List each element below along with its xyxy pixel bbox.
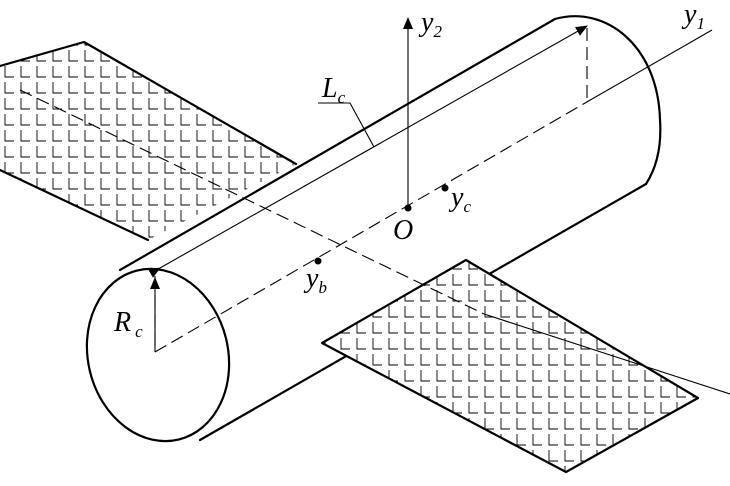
axis-y1	[591, 29, 713, 100]
label-y2: y2	[418, 7, 442, 41]
perpendicular-solid	[483, 313, 730, 395]
point-o	[404, 204, 412, 212]
cylinder-far-end	[553, 15, 662, 186]
left-plate	[0, 40, 298, 242]
label-yc: yc	[448, 182, 471, 216]
lc-leader	[318, 102, 375, 148]
dimension-lc	[147, 25, 588, 278]
point-yc	[441, 184, 449, 192]
right-plate	[320, 258, 700, 474]
label-o: O	[393, 215, 413, 246]
point-yb	[314, 257, 322, 265]
right-plate-outline	[320, 258, 700, 474]
label-lc: Lc	[321, 73, 346, 107]
label-y1: y1	[681, 0, 705, 33]
left-plate-bottom-edge	[0, 168, 150, 242]
cylinder-near-end	[85, 267, 231, 443]
label-yb: yb	[303, 263, 327, 297]
left-plate-fill	[0, 42, 296, 240]
